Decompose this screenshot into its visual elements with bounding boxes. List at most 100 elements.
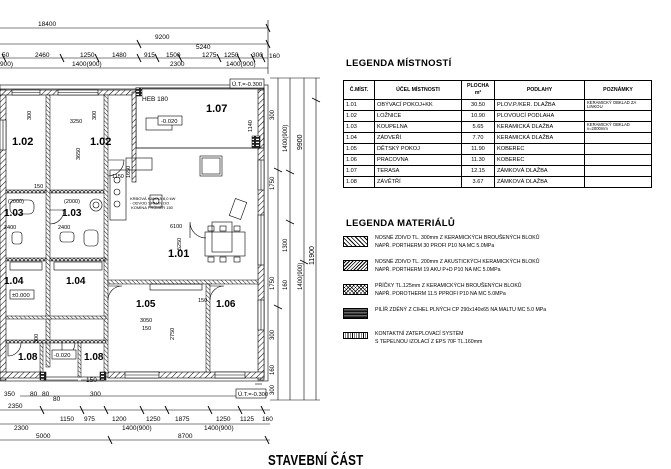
material-line-2: NAPŘ. POROTHERM 11.5 PPROFI P10 NA MC 5.… [375,290,506,297]
idim-150c: 150 [198,298,207,304]
legend-cell-area: 11.30 [461,154,495,166]
dim-bot-7: 1250 [216,416,231,423]
legend-cell-no: 1.05 [343,143,375,155]
brick-swatch-icon [343,308,368,319]
dim-right-i: 1750 [270,276,276,290]
level-box-terrace [157,115,183,126]
legend-header-no: Č.MÍST. [343,80,375,100]
material-line-1: NOSNÉ ZDIVO TL. 200mm Z AKUSTICKÝCH KERA… [375,259,540,265]
idim-5250: 5250 [177,238,183,250]
legend-cell-name: PRACOVNA [374,154,462,166]
room-label-1-04-right: 1.04 [66,276,86,287]
legend-cell-area: 12.15 [461,165,495,177]
dim-bot-1: 80 [53,396,61,403]
dim-bot-s-d: 150 [86,377,97,384]
legend-cell-floor: KOBEREC [494,143,585,155]
legend-cell-note: KERAMICKÝ OBKLAD ZA LINKOU [584,99,652,111]
dim-bot-0: 2350 [8,403,23,410]
dim-top-win-a: 1400(900) [72,61,102,68]
legend-cell-note [584,176,652,188]
dim-top-7: 300 [252,52,263,59]
room-label-1-05: 1.05 [136,299,156,310]
level-entry-b: -0.020 [54,353,70,359]
legend-cell-floor: PLOVOUCÍ PODLAHA [494,110,585,122]
legend-cell-no: 1.02 [343,110,375,122]
legend-header-name: ÚČEL MÍSTNOSTI [374,80,462,100]
legend-header-notes: POZNÁMKY [584,80,652,100]
dim-right-e: 160 [283,279,289,290]
room-label-1-03-left: 1.03 [4,208,24,219]
legend-cell-floor: KERAMICKÁ DLAŽBA [494,121,585,133]
dim-bot-s-c: 80 [42,391,50,398]
dim-bot-3: 975 [84,416,95,423]
dim-bot-win-b: 1400(900) [122,425,152,432]
dim-bot-win-c: 1400(900) [204,425,234,432]
dim-top-win-c: 1400(900) [226,61,256,68]
level-box-entry-b [51,349,77,360]
dim-bot-win-a: 2300 [14,425,29,432]
legend-cell-no: 1.01 [343,99,375,111]
dim-right-f: 300 [270,109,276,120]
room-label-1-03-right: 1.03 [62,208,82,219]
dim-top-5: 1275 [202,52,217,59]
dim-top-3: 915 [144,52,155,59]
legend-cell-no: 1.03 [343,121,375,133]
fireplace-note: KRBOVÁ KAMNA 8,0 kW- ODVOD SPALIN DO KOM… [130,196,176,210]
idim-1650: 1650 [126,166,132,178]
legend-header-floor: PODLAHY [494,80,585,100]
dim-top-6: 1250 [224,52,239,59]
idim-300b: 300 [92,111,98,120]
dim-bot-sub1: 5000 [36,433,51,440]
idim-6100: 6100 [170,224,182,230]
hatch-swatch-icon [343,260,368,271]
room-label-1-07: 1.07 [206,103,227,115]
idim-1140: 1140 [248,120,254,132]
idim-1150: 1150 [112,174,124,180]
material-line-2: NAPŘ. PORTHERM 19 AKU P+D P10 NA MC 5.0M… [375,266,501,273]
dim-right-j: 160 [270,364,276,375]
dim-top-0: 2460 [35,52,50,59]
idim-2000a: (2000) [8,199,24,205]
legend-cell-area: 10.90 [461,110,495,122]
idim-150b: 150 [142,326,151,332]
material-line-2: NAPŘ. PORTHERM 30 PROFI P10 NA MC 5.0MPa [375,242,495,249]
dim-top-sub2: 5240 [196,44,211,51]
legend-cell-name: TERASA [374,165,462,177]
dim-right-d: 1750 [270,176,276,190]
level-bottom: Ú.T.=-0.300 [238,391,268,398]
idim-2400b: 2400 [58,225,70,231]
idim-3050: 3050 [140,318,152,324]
room-label-1-02-right: 1.02 [90,136,111,148]
legend-cell-name: KOUPELNA [374,121,462,133]
legend-cell-area: 30.50 [461,99,495,111]
dim-right-h: 300 [270,329,276,340]
legend-cell-area: 3.67 [461,176,495,188]
dim-top-win-b: 2300 [170,61,185,68]
dim-bot-5: 1250 [146,416,161,423]
dim-bot-2: 1150 [60,416,74,423]
legend-cell-note [584,165,652,177]
dim-right-b: 11900 [309,246,316,265]
dim-top-total: 18400 [38,21,56,28]
crosshatch-swatch-icon [343,284,368,295]
legend-cell-floor: ZÁMKOVÁ DLAŽBA [494,176,585,188]
idim-3250: 3250 [70,119,82,125]
dim-top-sub1: 9200 [155,34,170,41]
dim-top-4: 1500 [166,52,181,59]
footer-title: STAVEBNÍ ČÁST [268,452,364,469]
legend-rooms-table: Č.MÍST. ÚČEL MÍSTNOSTI PLOCHA m² PODLAHY… [343,80,652,188]
idim-2400a: 2400 [4,225,16,231]
dim-top-2: 1480 [112,52,127,59]
legend-cell-floor: KOBEREC [494,154,585,166]
material-line-1: NOSNÉ ZDIVO TL. 300mm Z KERAMICKÝCH BROU… [375,235,540,241]
idim-2750: 2750 [170,328,176,340]
dim-bot-9: 160 [262,416,273,423]
level-floor: ±0.000 [12,293,30,299]
room-label-1-01: 1.01 [168,248,189,260]
